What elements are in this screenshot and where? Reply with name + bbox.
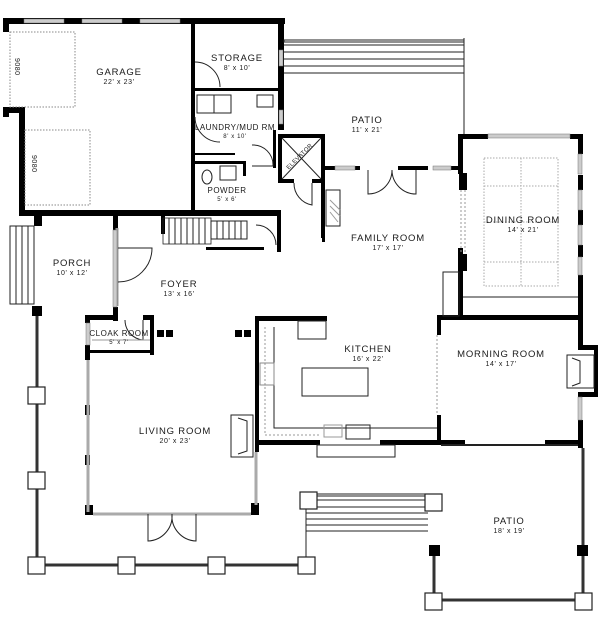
room-label-dining: DINING ROOM 14' x 21' [485,215,561,235]
garage-door-label-1: 9080 [13,58,20,76]
posts [27,386,593,611]
room-label-foyer: FOYER 13' x 16' [160,279,198,299]
garage-door-label-2: 9080 [30,155,37,173]
interior-lines [9,31,595,602]
room-label-patio-south: PATIO 18' x 19' [493,516,525,536]
room-label-garage: GARAGE 22' x 23' [96,67,142,87]
room-label-morning: MORNING ROOM 14' x 17' [457,349,545,369]
room-label-kitchen: KITCHEN 16' x 22' [344,344,392,364]
exterior-walls [3,18,598,556]
windows [23,18,583,421]
room-label-porch: PORCH 10' x 12' [52,258,92,278]
fireplace-blocks [157,330,251,337]
room-label-family: FAMILY ROOM 17' x 17' [351,233,425,253]
room-label-storage: STORAGE 8' x 10' [211,53,263,73]
room-label-cloak: CLOAK ROOM 5' x 7' [89,329,149,346]
room-label-powder: POWDER 5' x 6' [207,186,247,203]
room-label-patio-north: PATIO 11' x 21' [351,115,383,135]
room-label-living: LIVING ROOM 20' x 23' [138,426,212,446]
room-label-laundry: LAUNDRY/MUD RM 8' x 10' [194,123,276,140]
